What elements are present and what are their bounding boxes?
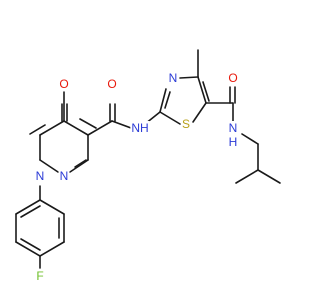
molecule-canvas: O O NH N S O N H N N F xyxy=(15,49,281,283)
nitrogen-atom-label: N xyxy=(60,169,69,183)
bond xyxy=(39,120,65,136)
bond xyxy=(20,205,41,218)
bond xyxy=(179,76,199,79)
oxygen-atom-label: O xyxy=(59,77,68,91)
bond xyxy=(202,81,210,102)
bond xyxy=(39,241,65,257)
bond xyxy=(164,91,171,109)
molecule-structure: O O NH N S O N H N N F xyxy=(15,49,281,283)
bond xyxy=(39,159,59,173)
bond xyxy=(192,102,207,123)
bond xyxy=(74,159,87,168)
fluorine-atom-label: F xyxy=(36,269,43,283)
label-background xyxy=(227,121,239,135)
label-background xyxy=(130,121,150,135)
fluorophenyl-ring xyxy=(15,199,65,257)
bond xyxy=(159,111,181,125)
bond xyxy=(29,124,46,135)
right-amide-group xyxy=(205,86,236,125)
label-background xyxy=(227,135,239,149)
bond xyxy=(111,120,132,129)
bond xyxy=(87,120,113,136)
bond xyxy=(241,133,259,145)
label-background xyxy=(167,71,179,85)
bond xyxy=(39,199,65,215)
nitrogen-atom-label: N xyxy=(229,121,238,135)
bond xyxy=(15,241,41,257)
amide-nh-label: NH xyxy=(131,121,148,135)
bond xyxy=(15,199,41,215)
bond xyxy=(20,238,41,251)
pyridazinone-ring xyxy=(29,91,97,173)
label-background xyxy=(106,77,118,91)
sulfur-atom-label: S xyxy=(182,117,190,131)
bond xyxy=(159,88,167,113)
label-background xyxy=(58,77,70,91)
label-background xyxy=(35,269,45,283)
bond xyxy=(69,159,89,173)
bond xyxy=(235,169,259,184)
oxygen-atom-label: O xyxy=(228,71,237,85)
label-background xyxy=(58,169,70,183)
label-background xyxy=(180,117,192,131)
thiazole-ring xyxy=(159,76,210,125)
hydrogen-atom-label: H xyxy=(229,135,238,149)
nitrogen-atom-label: N xyxy=(169,71,178,85)
isobutyl-chain xyxy=(235,133,281,184)
bond xyxy=(79,118,97,129)
bond xyxy=(63,120,89,136)
nitrogen-atom-label: N xyxy=(36,169,45,183)
ketone-group xyxy=(61,103,68,122)
bond xyxy=(197,76,207,104)
label-background xyxy=(34,169,46,183)
bond xyxy=(257,169,281,184)
oxygen-atom-label: O xyxy=(107,77,116,91)
label-background xyxy=(227,71,239,85)
